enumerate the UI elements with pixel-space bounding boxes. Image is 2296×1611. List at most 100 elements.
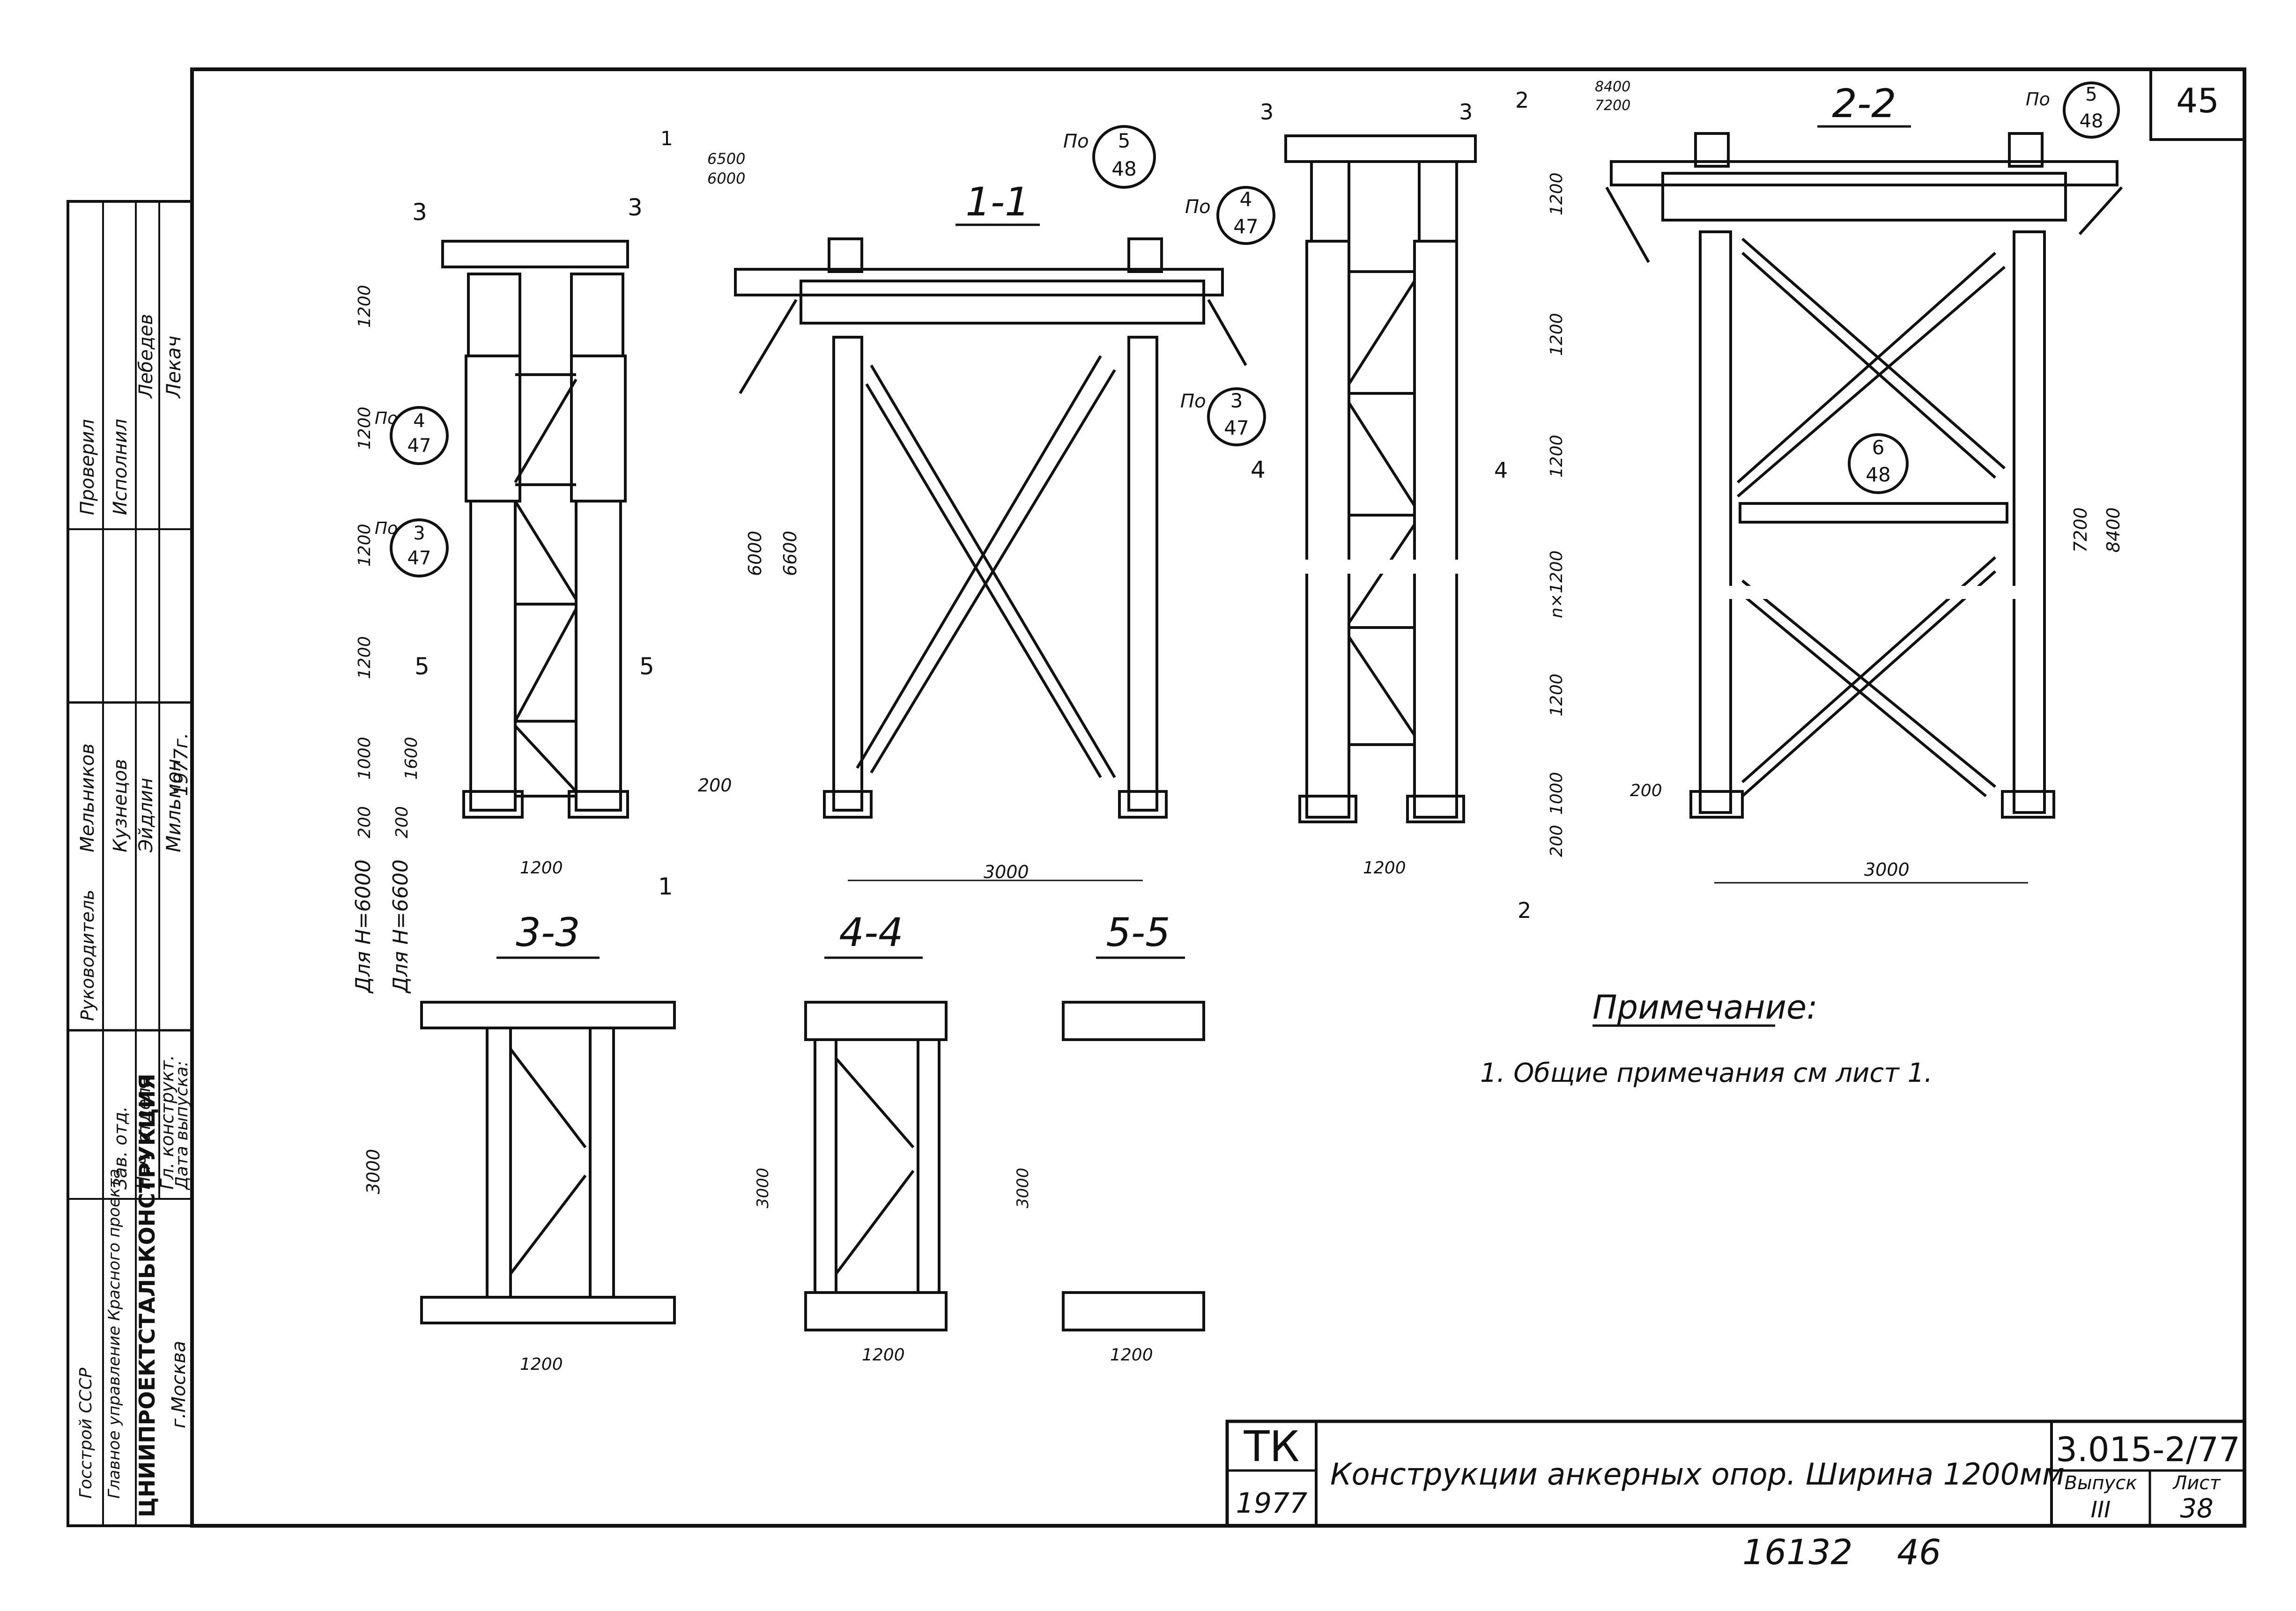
dim-1200-side-4: 1200 bbox=[1547, 673, 1566, 717]
cut-3-label-side-right: 3 bbox=[1459, 99, 1473, 125]
dim-200-elev-2: 200 bbox=[393, 806, 412, 838]
dim-8400-top-side: 8400 bbox=[1595, 79, 1630, 95]
callout-4-num: 4 bbox=[413, 410, 425, 432]
for-h6600-label: Для H=6600 bbox=[389, 859, 413, 994]
section-2-2-title: 2-2 bbox=[1832, 81, 1896, 126]
stamp-role-3: Нач. отдела bbox=[133, 1077, 154, 1190]
dim-1200-side-2: 1200 bbox=[1547, 313, 1566, 356]
title-year: 1977 bbox=[1236, 1487, 1308, 1520]
dim-1200-4-4: 1200 bbox=[862, 1345, 905, 1365]
stamp-top-name-1: Лебедев bbox=[135, 314, 157, 399]
note-block: Примечание: 1. Общие примечания см лист … bbox=[1480, 988, 1933, 1088]
callout-po-4-47-right: По bbox=[1185, 196, 1211, 218]
dim-1000-elev: 1000 bbox=[355, 737, 374, 780]
callout-48-den-right: 48 bbox=[2080, 111, 2103, 132]
title-text: Конструкции анкерных опор. Ширина 1200мм bbox=[1330, 1457, 2065, 1492]
callout-48-den-2: 48 bbox=[1866, 463, 1890, 486]
callout-po-5-48: По bbox=[1063, 131, 1089, 152]
section-1-1-title: 1-1 bbox=[965, 179, 1029, 225]
dim-1000-side: 1000 bbox=[1547, 772, 1566, 815]
section-3-3-title: 3-3 bbox=[516, 909, 580, 955]
stamp-name-2: Кузнецов bbox=[110, 759, 131, 852]
title-sheet-value: 38 bbox=[2180, 1493, 2213, 1524]
dim-3000-2-2: 3000 bbox=[1864, 859, 1910, 880]
stamp-year-issued: 1977г. bbox=[170, 732, 192, 796]
cut-4-label-side: 4 bbox=[1494, 458, 1508, 483]
callout-47-den: 47 bbox=[407, 435, 431, 457]
dim-3000-4-4: 3000 bbox=[754, 1168, 772, 1208]
stamp-role-5: Дата выпуска: bbox=[172, 1061, 192, 1190]
section-5-5-title: 5-5 bbox=[1106, 909, 1170, 955]
callout-3-num-right: 3 bbox=[1230, 389, 1243, 412]
stamp-name-1: Мельников bbox=[77, 743, 98, 852]
stamp-top-role-1: Проверил bbox=[77, 419, 98, 515]
section-1-1: 1-1 6000 6600 200 3000 По 5 48 По 4 47 П… bbox=[698, 125, 1275, 882]
note-title: Примечание: bbox=[1592, 988, 1818, 1027]
dim-1600-elev: 1600 bbox=[402, 737, 421, 780]
dim-200-side-right: 200 bbox=[1630, 781, 1662, 800]
stamp-role-4: Гл. конструкт. bbox=[157, 1055, 178, 1190]
dim-1200-3-3: 1200 bbox=[520, 1355, 563, 1374]
for-h6000-label: Для H=6000 bbox=[351, 859, 375, 994]
title-sheet-label: Лист bbox=[2172, 1472, 2221, 1494]
stamp-role-1: Руководитель bbox=[77, 890, 98, 1021]
left-stamp: Проверил Исполнил Лебедев Лекач Руководи… bbox=[67, 200, 193, 1527]
section-2-2: 2-2 3000 7200 8400 6 48 По 5 48 bbox=[1605, 81, 2124, 884]
stamp-name-3: Эйдлин bbox=[135, 778, 157, 853]
stamp-role-2: Зав. отд. bbox=[110, 1106, 131, 1190]
section-4-4: 4-4 3000 1200 bbox=[754, 909, 948, 1365]
dim-6600-1-1: 6600 bbox=[780, 531, 800, 576]
stamp-org-line-2: Главное управление Красного проекта bbox=[105, 1169, 124, 1499]
dim-1200-elev-1: 1200 bbox=[355, 285, 374, 328]
cut-2-label-side-bottom: 2 bbox=[1518, 898, 1531, 923]
dim-6000-1-1: 6000 bbox=[745, 531, 765, 576]
cut-3-label-elev-top: 3 bbox=[628, 194, 643, 221]
cut-3-label-elev: 3 bbox=[412, 199, 427, 226]
note-item-1: 1. Общие примечания см лист 1. bbox=[1480, 1058, 1933, 1088]
sheet-frame: 45 bbox=[190, 67, 2246, 1528]
cut-1-label-elev-bottom: 1 bbox=[658, 873, 673, 900]
cut-1-label-elev-top: 1 bbox=[660, 127, 673, 150]
title-block: ТК 1977 Конструкции анкерных опор. Ширин… bbox=[1225, 1419, 2246, 1528]
dim-7200-top-side: 7200 bbox=[1595, 97, 1630, 114]
stamp-org-main: ЦНИИПРОЕКТСТАЛЬКОНСТРУКЦИЯ bbox=[134, 1073, 160, 1517]
dim-n1200-side: n×1200 bbox=[1547, 550, 1566, 618]
dim-3000-5-5: 3000 bbox=[1014, 1168, 1032, 1208]
section-3-3: 3-3 3000 1200 bbox=[363, 909, 676, 1374]
dim-200-elev-1: 200 bbox=[355, 806, 374, 838]
dim-200-1-1: 200 bbox=[698, 775, 732, 796]
callout-po-5-48-right: По bbox=[2026, 89, 2050, 110]
dim-3000-1-1: 3000 bbox=[984, 862, 1029, 882]
title-series: 3.015-2/77 bbox=[2056, 1430, 2240, 1469]
dim-1200-side-3: 1200 bbox=[1547, 435, 1566, 478]
callout-48-den: 48 bbox=[1111, 157, 1136, 180]
dim-1200-5-5: 1200 bbox=[1110, 1345, 1153, 1365]
dim-7200-2-2: 7200 bbox=[2070, 507, 2091, 553]
side-elevation: 3 3 2 4 1200 8400 7200 1200 1200 1200 n×… bbox=[1260, 79, 1662, 923]
dim-1200-elev-width: 1200 bbox=[520, 858, 563, 878]
callout-5-num-right: 5 bbox=[2085, 84, 2097, 105]
title-issue-label: Выпуск bbox=[2065, 1472, 2137, 1494]
callout-po-4-47-left: По bbox=[375, 409, 398, 428]
stamp-org-line-1: Госстрой СССР bbox=[76, 1367, 96, 1499]
section-5-5: 5-5 3000 1200 bbox=[1014, 909, 1205, 1365]
cut-3-label-side: 3 bbox=[1260, 99, 1274, 125]
stamp-org-city: г.Москва bbox=[168, 1341, 190, 1428]
callout-6-num: 6 bbox=[1872, 436, 1885, 459]
dim-8400-2-2: 8400 bbox=[2103, 507, 2124, 553]
cut-2-label-side: 2 bbox=[1515, 88, 1529, 113]
callout-47-den-right: 47 bbox=[1233, 215, 1258, 238]
dim-6000-top: 6000 bbox=[707, 170, 745, 187]
dim-1200-side-width: 1200 bbox=[1363, 858, 1406, 878]
dim-1200-elev-3: 1200 bbox=[355, 524, 374, 567]
dim-3000-3-3: 3000 bbox=[363, 1149, 384, 1194]
cut-4-label-1-1: 4 bbox=[1251, 456, 1266, 483]
page-number: 45 bbox=[2176, 81, 2219, 120]
handwritten-number-2: 46 bbox=[1897, 1532, 1941, 1573]
cut-5-label-elev-right: 5 bbox=[639, 653, 654, 680]
section-4-4-title: 4-4 bbox=[839, 909, 903, 955]
callout-4-num-right: 4 bbox=[1240, 188, 1252, 211]
stamp-top-name-2: Лекач bbox=[162, 336, 185, 399]
stamp-name-4: Мильмон bbox=[162, 759, 185, 852]
